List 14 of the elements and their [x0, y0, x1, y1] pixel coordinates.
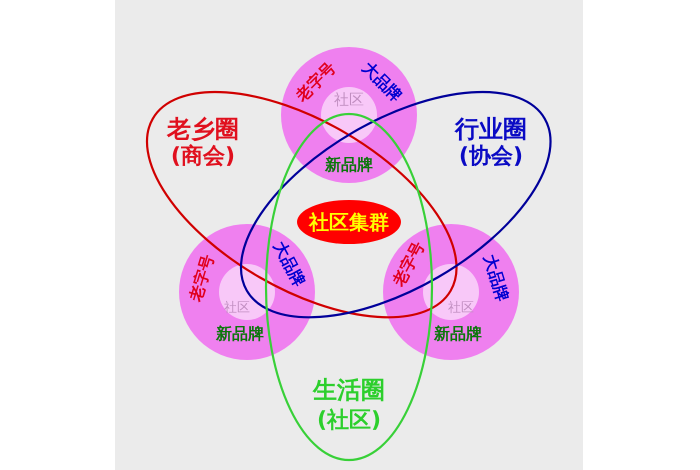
group-subtitle: (商会)	[170, 146, 236, 168]
group-title: 行业圈	[454, 116, 527, 141]
ring-label: 新品牌	[434, 326, 482, 342]
ring-label: 大品牌	[481, 253, 511, 304]
circle-label: 社区	[334, 92, 364, 108]
circle-label: 社区	[448, 301, 474, 314]
group-title: 生活圈	[313, 378, 385, 402]
circle-label: 社区	[224, 301, 250, 314]
ring-label: 老字号	[187, 253, 217, 304]
group-title: 老乡圈	[166, 116, 239, 141]
ring-label: 新品牌	[325, 157, 373, 173]
ring-label: 新品牌	[216, 326, 264, 342]
group-subtitle: (社区)	[316, 410, 382, 432]
group-subtitle: (协会)	[458, 146, 524, 168]
